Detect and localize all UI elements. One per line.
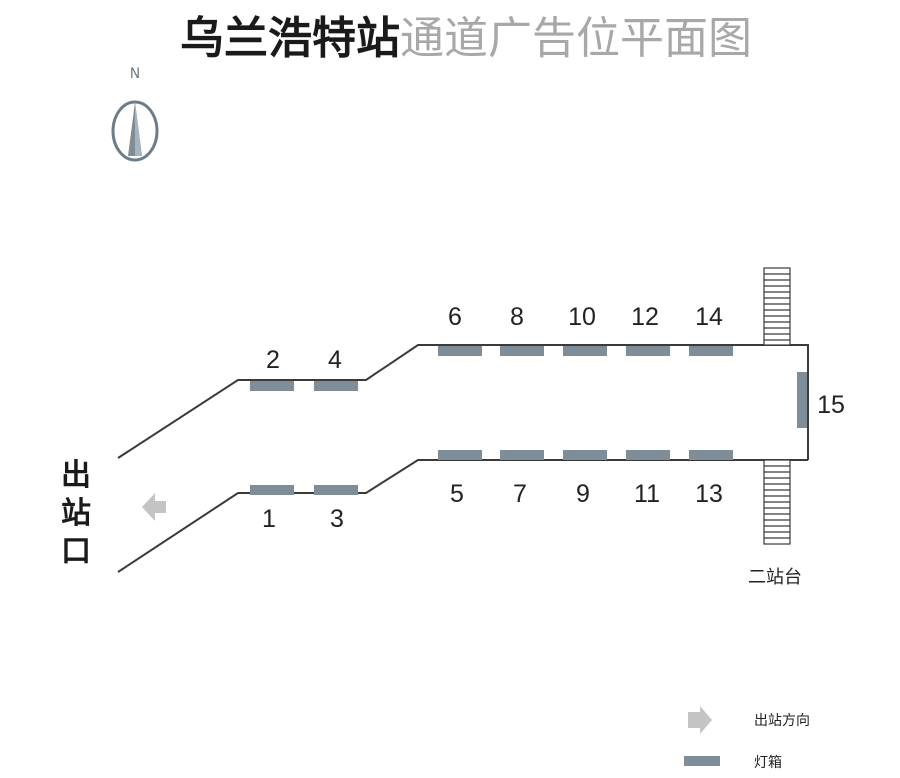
title-subtitle: 通道广告位平面图 (400, 13, 752, 64)
exit-arrow-icon (142, 493, 166, 521)
legend-lightbox-label: 灯箱 (754, 755, 782, 771)
lightbox-10 (563, 346, 607, 356)
exit-label-char-3: 口 (61, 534, 91, 569)
lightbox-11 (626, 450, 670, 460)
ad-number-7: 7 (513, 480, 527, 508)
platform-label: 二站台 (748, 567, 802, 588)
ad-number-8: 8 (510, 303, 524, 331)
lightbox-3 (314, 485, 358, 495)
ad-number-12: 12 (631, 303, 659, 331)
lightbox-12 (626, 346, 670, 356)
stairs-upper (763, 267, 791, 346)
legend-lightbox-icon (684, 756, 720, 766)
corridor-lower-wall (117, 459, 808, 573)
lightbox-7 (500, 450, 544, 460)
north-label: N (129, 66, 141, 82)
corridor-upper-wall (117, 344, 809, 460)
lightbox-8 (500, 346, 544, 356)
lightbox-6 (438, 346, 482, 356)
legend-exit-direction: 出站方向 (680, 706, 840, 736)
ad-number-10: 10 (568, 303, 596, 331)
ad-number-3: 3 (330, 505, 344, 533)
compass-icon (111, 100, 159, 162)
ad-number-15: 15 (817, 391, 845, 419)
ad-number-1: 1 (262, 505, 276, 533)
stairs-lower (763, 459, 791, 545)
exit-label: 出 站 口 (56, 457, 96, 571)
exit-label-char-1: 出 (61, 458, 91, 493)
ad-number-9: 9 (576, 480, 590, 508)
ad-number-11: 11 (634, 480, 660, 508)
page-title: 乌兰浩特站通道广告位平面图 (180, 8, 752, 70)
ad-number-5: 5 (450, 480, 464, 508)
lightbox-14 (689, 346, 733, 356)
ad-number-4: 4 (328, 346, 342, 374)
ad-number-2: 2 (266, 346, 280, 374)
lightbox-5 (438, 450, 482, 460)
ad-number-6: 6 (448, 303, 462, 331)
exit-label-char-2: 站 (61, 496, 91, 531)
lightbox-1 (250, 485, 294, 495)
lightbox-4 (314, 381, 358, 391)
lightbox-9 (563, 450, 607, 460)
lightbox-2 (250, 381, 294, 391)
title-station: 乌兰浩特站 (180, 13, 400, 64)
legend-lightbox: 灯箱 (680, 748, 840, 778)
legend-exit-arrow-icon (688, 706, 712, 734)
legend-exit-direction-label: 出站方向 (754, 713, 810, 729)
lightbox-15 (797, 372, 807, 428)
ad-number-14: 14 (695, 303, 723, 331)
ad-number-13: 13 (695, 480, 723, 508)
lightbox-13 (689, 450, 733, 460)
